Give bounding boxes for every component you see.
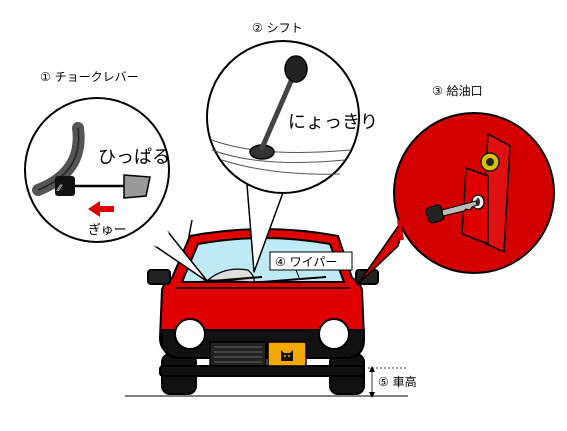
front-bumper [159,365,365,377]
choke-callout-circle [24,97,170,243]
shift-note-text: にょっきり [288,112,378,133]
height-label: ⑤ 車高 [378,374,417,389]
wiper-leader-line [295,269,301,281]
choke-sound-text: ぎゅー [88,223,127,238]
right-headlight [318,318,350,350]
height-arrow-down [369,392,375,398]
height-arrow-up [369,366,375,372]
car [147,219,379,395]
cat-face-icon [281,350,293,361]
wiper-label-box [269,251,353,271]
wiper-label: ④ ワイパー [275,255,337,269]
key-icon [425,200,478,224]
choke-pull-text: ひっぱる [98,147,170,168]
shift-callout-circle [206,40,360,194]
fuel-label: ③ 給油口 [432,84,483,98]
left-headlight [174,318,206,350]
choke-label: ① チョークレバー [40,70,139,84]
shift-detail [211,55,351,175]
wiper-blade-left [199,276,263,283]
choke-lever-detail: ⁄⁄ [32,122,151,217]
shift-label: ② シフト [252,21,303,35]
wiper-blade-right [261,276,327,283]
left-mirror [147,269,171,285]
pull-arrow-icon [88,201,114,217]
svg-text:⁄⁄: ⁄⁄ [56,184,64,194]
windshield [181,237,345,283]
